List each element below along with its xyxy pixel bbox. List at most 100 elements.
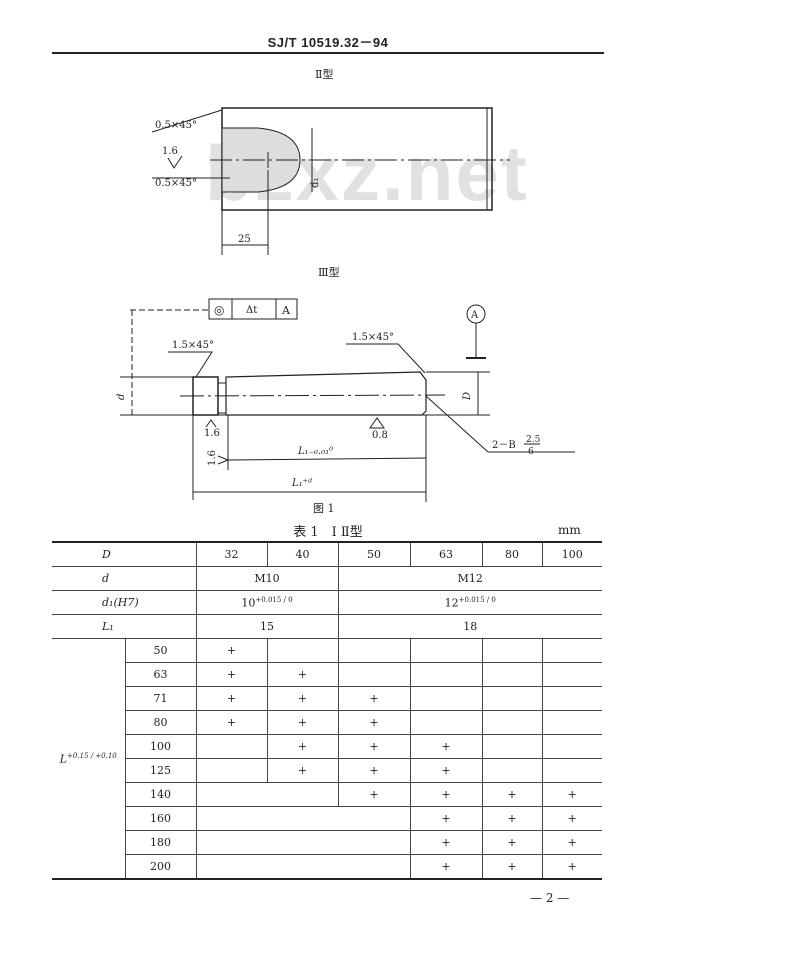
center-hole-den: 6 bbox=[528, 447, 534, 457]
blank-cell bbox=[195, 854, 411, 880]
mark-cell bbox=[409, 710, 483, 735]
mark-cell: + bbox=[266, 662, 339, 687]
table-row: 200+++ bbox=[52, 854, 602, 880]
L1-total-dim: L₁⁺ᵈ bbox=[291, 478, 312, 489]
fig2-chamfer-bottom: 0.5×45° bbox=[155, 178, 197, 189]
mark-cell bbox=[541, 638, 602, 663]
L-value: 100 bbox=[125, 734, 197, 759]
mark-cell: + bbox=[266, 710, 339, 735]
L-value: 80 bbox=[125, 710, 197, 735]
table-unit: mm bbox=[558, 523, 581, 537]
mark-cell: + bbox=[409, 758, 483, 783]
table-row: 71+++ bbox=[52, 686, 602, 711]
mark-cell bbox=[481, 710, 543, 735]
mark-cell bbox=[541, 734, 602, 759]
mark-cell bbox=[541, 758, 602, 783]
table-row: 80+++ bbox=[52, 710, 602, 735]
fig2-roughness: 1.6 bbox=[162, 146, 178, 157]
mark-cell: + bbox=[266, 734, 339, 759]
mark-cell: + bbox=[409, 734, 483, 759]
datum-circle-label: A bbox=[470, 310, 479, 321]
mark-cell bbox=[195, 758, 268, 783]
L-value: 160 bbox=[125, 806, 197, 831]
mark-cell bbox=[481, 758, 543, 783]
header-rule bbox=[52, 52, 604, 54]
mark-cell: + bbox=[195, 686, 268, 711]
mark-cell: + bbox=[337, 782, 411, 807]
mark-cell: + bbox=[541, 782, 602, 807]
table-row: 140++++ bbox=[52, 782, 602, 807]
L1-tolerance-dim: L₁₋₀.₀₁⁰ bbox=[297, 446, 333, 457]
blank-cell bbox=[195, 830, 411, 855]
tolerance-value: Δt bbox=[246, 305, 257, 316]
mark-cell: + bbox=[195, 710, 268, 735]
mark-cell bbox=[337, 638, 411, 663]
figure-type-3: Ⅲ型 ◎ Δt A A d D 1.5×45° 1.5×45° 1.6 0.8 … bbox=[116, 265, 575, 515]
mark-cell bbox=[409, 686, 483, 711]
mark-cell: + bbox=[409, 854, 483, 880]
table-caption: 表 1 Ⅰ Ⅱ型 bbox=[293, 525, 363, 540]
blank-cell bbox=[195, 806, 411, 831]
fig2-dim-25: 25 bbox=[238, 234, 251, 245]
mark-cell bbox=[541, 710, 602, 735]
D-dim-label: D bbox=[462, 392, 473, 401]
figure-type-2: Ⅱ型 0.5×45° 1.6 0.5×45° d₁ 25 bbox=[151, 67, 510, 255]
mark-cell: + bbox=[337, 758, 411, 783]
figure-caption: 图 1 bbox=[313, 502, 335, 515]
L-value: 200 bbox=[125, 854, 197, 880]
mark-cell: + bbox=[481, 782, 543, 807]
center-hole-spec: 2－B bbox=[492, 440, 516, 451]
concentricity-symbol: ◎ bbox=[214, 303, 224, 317]
tolerance-datum: A bbox=[281, 304, 291, 317]
mark-cell: + bbox=[337, 710, 411, 735]
mark-cell bbox=[195, 734, 268, 759]
center-hole-num: 2.5 bbox=[526, 435, 541, 445]
table-row: 160+++ bbox=[52, 806, 602, 831]
mark-cell: + bbox=[195, 662, 268, 687]
mark-cell: + bbox=[481, 854, 543, 880]
row-d: d M10 M12 bbox=[52, 566, 602, 591]
blank-cell bbox=[195, 782, 339, 807]
fig2-title: Ⅱ型 bbox=[315, 67, 333, 81]
mark-cell: + bbox=[481, 830, 543, 855]
fig2-d1-label: d₁ bbox=[310, 178, 321, 188]
L-label: L+0.15 / +0.10 bbox=[52, 638, 126, 880]
row-d1: d₁(H7) 10+0.015 / 0 12+0.015 / 0 bbox=[52, 590, 602, 615]
mark-cell bbox=[481, 638, 543, 663]
table-row: 63++ bbox=[52, 662, 602, 687]
L-value: 50 bbox=[124, 638, 197, 663]
mark-cell: + bbox=[481, 806, 543, 831]
mark-cell bbox=[409, 662, 483, 687]
mark-cell: + bbox=[266, 758, 339, 783]
mark-cell: + bbox=[409, 806, 483, 831]
mark-cell: + bbox=[195, 638, 268, 663]
chamfer-right: 1.5×45° bbox=[352, 332, 394, 343]
mark-cell: + bbox=[409, 830, 483, 855]
fig3-title: Ⅲ型 bbox=[318, 265, 340, 279]
standard-number: SJ/T 10519.32－94 bbox=[267, 35, 389, 50]
mark-cell: + bbox=[409, 782, 483, 807]
mark-cell bbox=[481, 734, 543, 759]
d-dim-label: d bbox=[116, 394, 127, 400]
mark-cell: + bbox=[541, 830, 602, 855]
fig2-chamfer-top: 0.5×45° bbox=[155, 120, 197, 131]
mark-cell: + bbox=[541, 806, 602, 831]
L-value: 63 bbox=[125, 662, 197, 687]
mark-cell bbox=[541, 686, 602, 711]
table-row: 100+++ bbox=[52, 734, 602, 759]
mark-cell: + bbox=[337, 686, 411, 711]
roughness-left: 1.6 bbox=[204, 428, 220, 439]
mark-cell bbox=[481, 662, 543, 687]
mark-cell: + bbox=[266, 686, 339, 711]
roughness-mid: 0.8 bbox=[372, 430, 388, 441]
L-value: 125 bbox=[125, 758, 197, 783]
L-value: 71 bbox=[125, 686, 197, 711]
table-row: 180+++ bbox=[52, 830, 602, 855]
row-L1: L₁ 15 18 bbox=[52, 614, 602, 639]
table-row: 125+++ bbox=[52, 758, 602, 783]
roughness-end: 1.6 bbox=[207, 450, 218, 466]
